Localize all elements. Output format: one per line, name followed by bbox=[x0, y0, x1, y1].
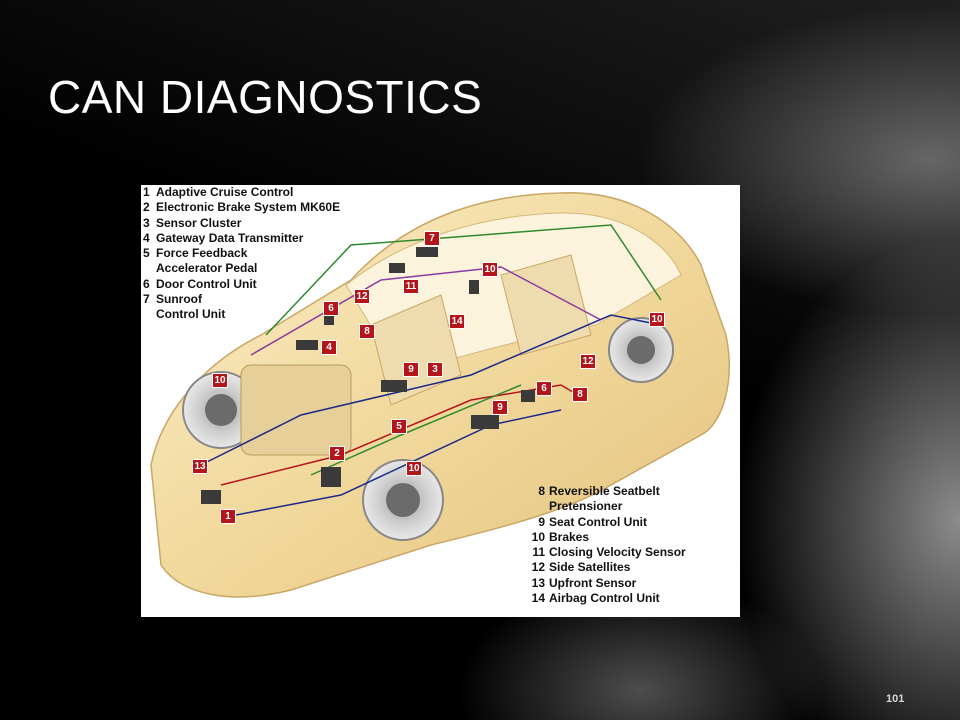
callout-seat-control-unit: 9 bbox=[403, 362, 419, 377]
callout-brakes-front-left: 10 bbox=[212, 373, 228, 388]
callout-gateway-data-transmitter: 4 bbox=[321, 340, 337, 355]
callout-closing-velocity-sensor: 11 bbox=[403, 279, 419, 294]
page-number: 101 bbox=[886, 693, 905, 705]
callout-side-satellite-rear: 12 bbox=[580, 354, 596, 369]
callout-sunroof-control-unit: 7 bbox=[424, 231, 440, 246]
callout-brakes-front-right: 10 bbox=[406, 461, 422, 476]
callout-force-feedback-pedal: 5 bbox=[391, 419, 407, 434]
callout-airbag-control-unit: 14 bbox=[449, 314, 465, 329]
seat-front bbox=[370, 294, 462, 406]
callout-side-satellite: 12 bbox=[354, 289, 370, 304]
callout-brakes-rear-right: 10 bbox=[649, 312, 665, 327]
seat-rear bbox=[500, 254, 592, 356]
callout-sensor-cluster: 3 bbox=[427, 362, 443, 377]
callout-door-control-unit: 6 bbox=[323, 301, 339, 316]
callout-seatbelt-pretensioner: 8 bbox=[359, 324, 375, 339]
callout-upfront-sensor: 13 bbox=[192, 459, 208, 474]
legend-item-continued: Pretensioner bbox=[549, 499, 623, 514]
callout-seat-control-unit-rear: 9 bbox=[492, 400, 508, 415]
callout-electronic-brake-system: 2 bbox=[329, 446, 345, 461]
car-illustration bbox=[150, 192, 730, 598]
legend-item-continued: Control Unit bbox=[156, 307, 226, 322]
control-modules bbox=[201, 247, 535, 504]
engine-block bbox=[240, 364, 352, 456]
slide-title: CAN DIAGNOSTICS bbox=[48, 71, 483, 123]
callout-door-control-unit-rear: 6 bbox=[536, 381, 552, 396]
callout-seatbelt-pretensioner-rear: 8 bbox=[572, 387, 588, 402]
callout-brakes-rear: 10 bbox=[482, 262, 498, 277]
legend-item-continued: Accelerator Pedal bbox=[156, 261, 258, 276]
callout-adaptive-cruise-control: 1 bbox=[220, 509, 236, 524]
can-bus-wires bbox=[200, 224, 662, 516]
